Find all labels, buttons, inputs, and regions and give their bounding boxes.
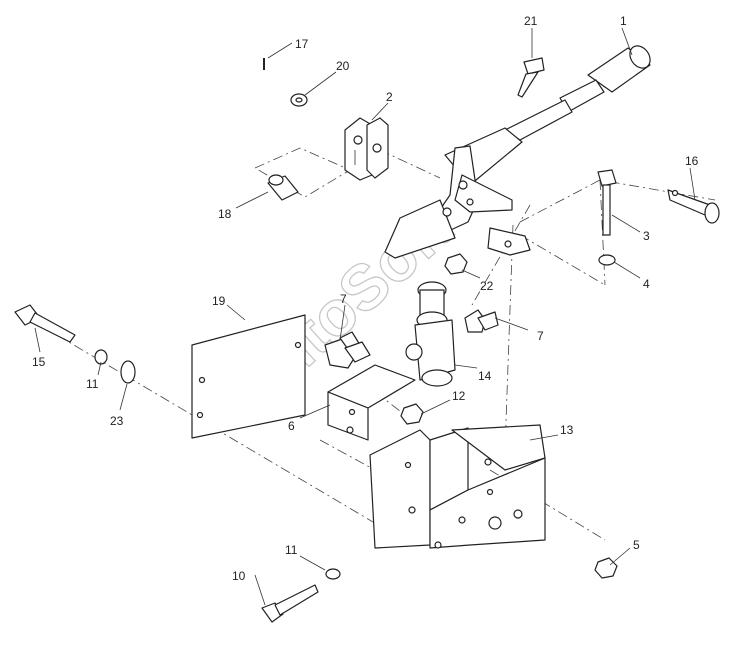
part-11-washer-lower xyxy=(325,568,341,580)
part-10-bolt xyxy=(261,584,319,623)
callout-12: 12 xyxy=(452,389,466,403)
callout-1: 1 xyxy=(620,14,627,28)
part-22-nut xyxy=(444,253,468,275)
part-16-pin xyxy=(667,189,720,224)
part-19-plate xyxy=(191,314,306,439)
part-11-washer xyxy=(94,349,108,365)
part-3-bolt xyxy=(597,169,617,236)
callout-19: 19 xyxy=(212,294,226,308)
part-lever xyxy=(384,45,651,259)
part-7-fitting xyxy=(324,331,371,369)
part-13-bracket xyxy=(369,424,546,549)
callout-21: 21 xyxy=(524,14,538,28)
callout-15: 15 xyxy=(32,355,46,369)
callout-18: 18 xyxy=(218,207,232,221)
callout-22: 22 xyxy=(480,279,494,293)
part-20-washer xyxy=(290,93,308,107)
callout-23: 23 xyxy=(110,414,124,428)
callout-16: 16 xyxy=(685,154,699,168)
callouts: 1 2 3 4 5 6 7 7 10 11 11 12 13 14 15 16 … xyxy=(32,14,699,583)
callout-6: 6 xyxy=(288,419,295,433)
callout-5: 5 xyxy=(633,538,640,552)
part-lever-plate xyxy=(487,227,531,256)
callout-4: 4 xyxy=(643,277,650,291)
part-21-bolt xyxy=(517,57,545,98)
callout-17: 17 xyxy=(295,37,309,51)
callout-10: 10 xyxy=(232,569,246,583)
leader-lines xyxy=(34,27,696,606)
part-15-bolt xyxy=(14,304,76,343)
callout-7b: 7 xyxy=(537,329,544,343)
callout-11b: 11 xyxy=(285,543,298,557)
callout-20: 20 xyxy=(336,59,350,73)
part-6-bracket xyxy=(327,364,416,441)
part-23-washer xyxy=(120,360,136,384)
part-5-nut xyxy=(594,557,618,579)
callout-11a: 11 xyxy=(86,377,99,391)
part-4-washer xyxy=(598,254,616,266)
part-12-nut xyxy=(400,403,424,425)
part-14-valve xyxy=(405,281,499,387)
callout-3: 3 xyxy=(643,229,650,243)
callout-14: 14 xyxy=(478,369,492,383)
callout-7a: 7 xyxy=(340,292,347,306)
part-18-bushing xyxy=(267,174,299,201)
callout-2: 2 xyxy=(386,90,393,104)
callout-13: 13 xyxy=(560,423,574,437)
part-2-clevis xyxy=(344,117,389,181)
